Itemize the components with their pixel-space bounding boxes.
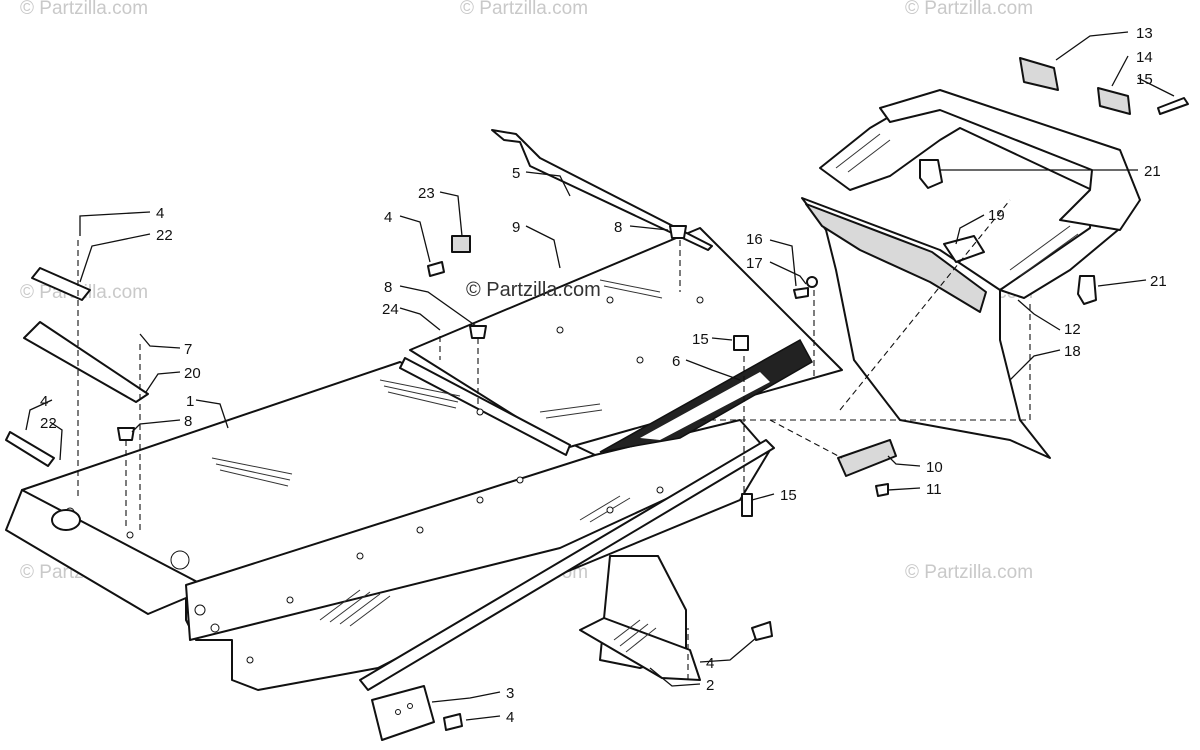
nut-part-16 bbox=[793, 287, 809, 299]
washer-part-17 bbox=[806, 276, 818, 288]
decal-part-13 bbox=[1019, 57, 1059, 91]
callout-1: 1 bbox=[186, 393, 194, 410]
callout-labels: 13 14 15 21 5 23 8 9 4 22 16 17 19 21 4 … bbox=[40, 25, 1167, 726]
callout-3: 3 bbox=[506, 685, 514, 702]
angle-part-20 bbox=[23, 321, 149, 403]
hinge-part-22-top bbox=[31, 267, 91, 301]
rivet-part-4-c bbox=[443, 713, 463, 731]
grommet-part-8-mid bbox=[469, 325, 487, 339]
callout-8-mid: 8 bbox=[384, 279, 392, 296]
callout-17: 17 bbox=[746, 255, 763, 272]
callout-2: 2 bbox=[706, 677, 714, 694]
callout-15-bottom: 15 bbox=[780, 487, 797, 504]
callout-18: 18 bbox=[1064, 343, 1081, 360]
bolt-part-15-top bbox=[1157, 97, 1189, 115]
plate-part-3 bbox=[371, 685, 435, 741]
callout-13: 13 bbox=[1136, 25, 1153, 42]
hinge-part-22-bottom bbox=[5, 431, 55, 467]
callout-22-left-top: 22 bbox=[156, 227, 173, 244]
callout-11: 11 bbox=[926, 481, 942, 498]
callout-23: 23 bbox=[418, 185, 435, 202]
tunnel-body bbox=[5, 227, 843, 691]
grommet-part-8-top bbox=[669, 225, 687, 239]
callout-15-mid: 15 bbox=[692, 331, 709, 348]
callout-4-bottom: 4 bbox=[506, 709, 514, 726]
center-watermark: © Partzilla.com bbox=[466, 279, 601, 301]
callout-15-top: 15 bbox=[1136, 71, 1153, 88]
clip-part-21-right bbox=[1077, 275, 1097, 305]
callout-16: 16 bbox=[746, 231, 763, 248]
callout-7: 7 bbox=[184, 341, 192, 358]
reflector-part-10 bbox=[837, 439, 897, 477]
callout-21-top: 21 bbox=[1144, 163, 1161, 180]
assembly-dashed-lines bbox=[77, 199, 1031, 680]
callout-8-left: 8 bbox=[184, 413, 192, 430]
rivet-part-4-a bbox=[427, 261, 445, 277]
callout-10: 10 bbox=[926, 459, 943, 476]
callout-24: 24 bbox=[382, 301, 399, 318]
rivet-part-4-b bbox=[751, 621, 773, 641]
watermark-top-center: © Partzilla.com bbox=[460, 0, 588, 19]
bolt-part-15-bottom bbox=[741, 493, 753, 517]
clip-part-21-top bbox=[919, 159, 943, 189]
callout-4-left-bottom: 4 bbox=[40, 393, 48, 410]
callout-9: 9 bbox=[512, 219, 520, 236]
bracket-part-2 bbox=[579, 555, 701, 681]
strip-part-5 bbox=[491, 129, 713, 251]
callout-20: 20 bbox=[184, 365, 201, 382]
callout-19: 19 bbox=[988, 207, 1005, 224]
rear-bumper-part-12 bbox=[819, 89, 1141, 299]
callout-4-bracket: 4 bbox=[706, 655, 714, 672]
watermark-top-left: © Partzilla.com bbox=[20, 0, 148, 19]
callout-5: 5 bbox=[512, 165, 520, 182]
callout-4-mid: 4 bbox=[384, 209, 392, 226]
callout-12: 12 bbox=[1064, 321, 1081, 338]
callout-6: 6 bbox=[672, 353, 680, 370]
bolt-part-15-mid bbox=[733, 335, 749, 351]
callout-21-right: 21 bbox=[1150, 273, 1167, 290]
grommet-part-8-left bbox=[117, 427, 135, 441]
nut-part-19 bbox=[943, 235, 985, 263]
callout-4-left-top: 4 bbox=[156, 205, 164, 222]
label-part-23 bbox=[451, 235, 471, 253]
callout-22-left-bottom: 22 bbox=[40, 415, 57, 432]
callout-8-top: 8 bbox=[614, 219, 622, 236]
watermark-top-right: © Partzilla.com bbox=[905, 0, 1033, 19]
screw-part-11 bbox=[875, 483, 889, 497]
callout-14: 14 bbox=[1136, 49, 1153, 66]
rear-flap-part-18 bbox=[801, 197, 1051, 459]
watermark-bottom-right: © Partzilla.com bbox=[905, 562, 1033, 583]
decal-part-14 bbox=[1097, 87, 1131, 115]
